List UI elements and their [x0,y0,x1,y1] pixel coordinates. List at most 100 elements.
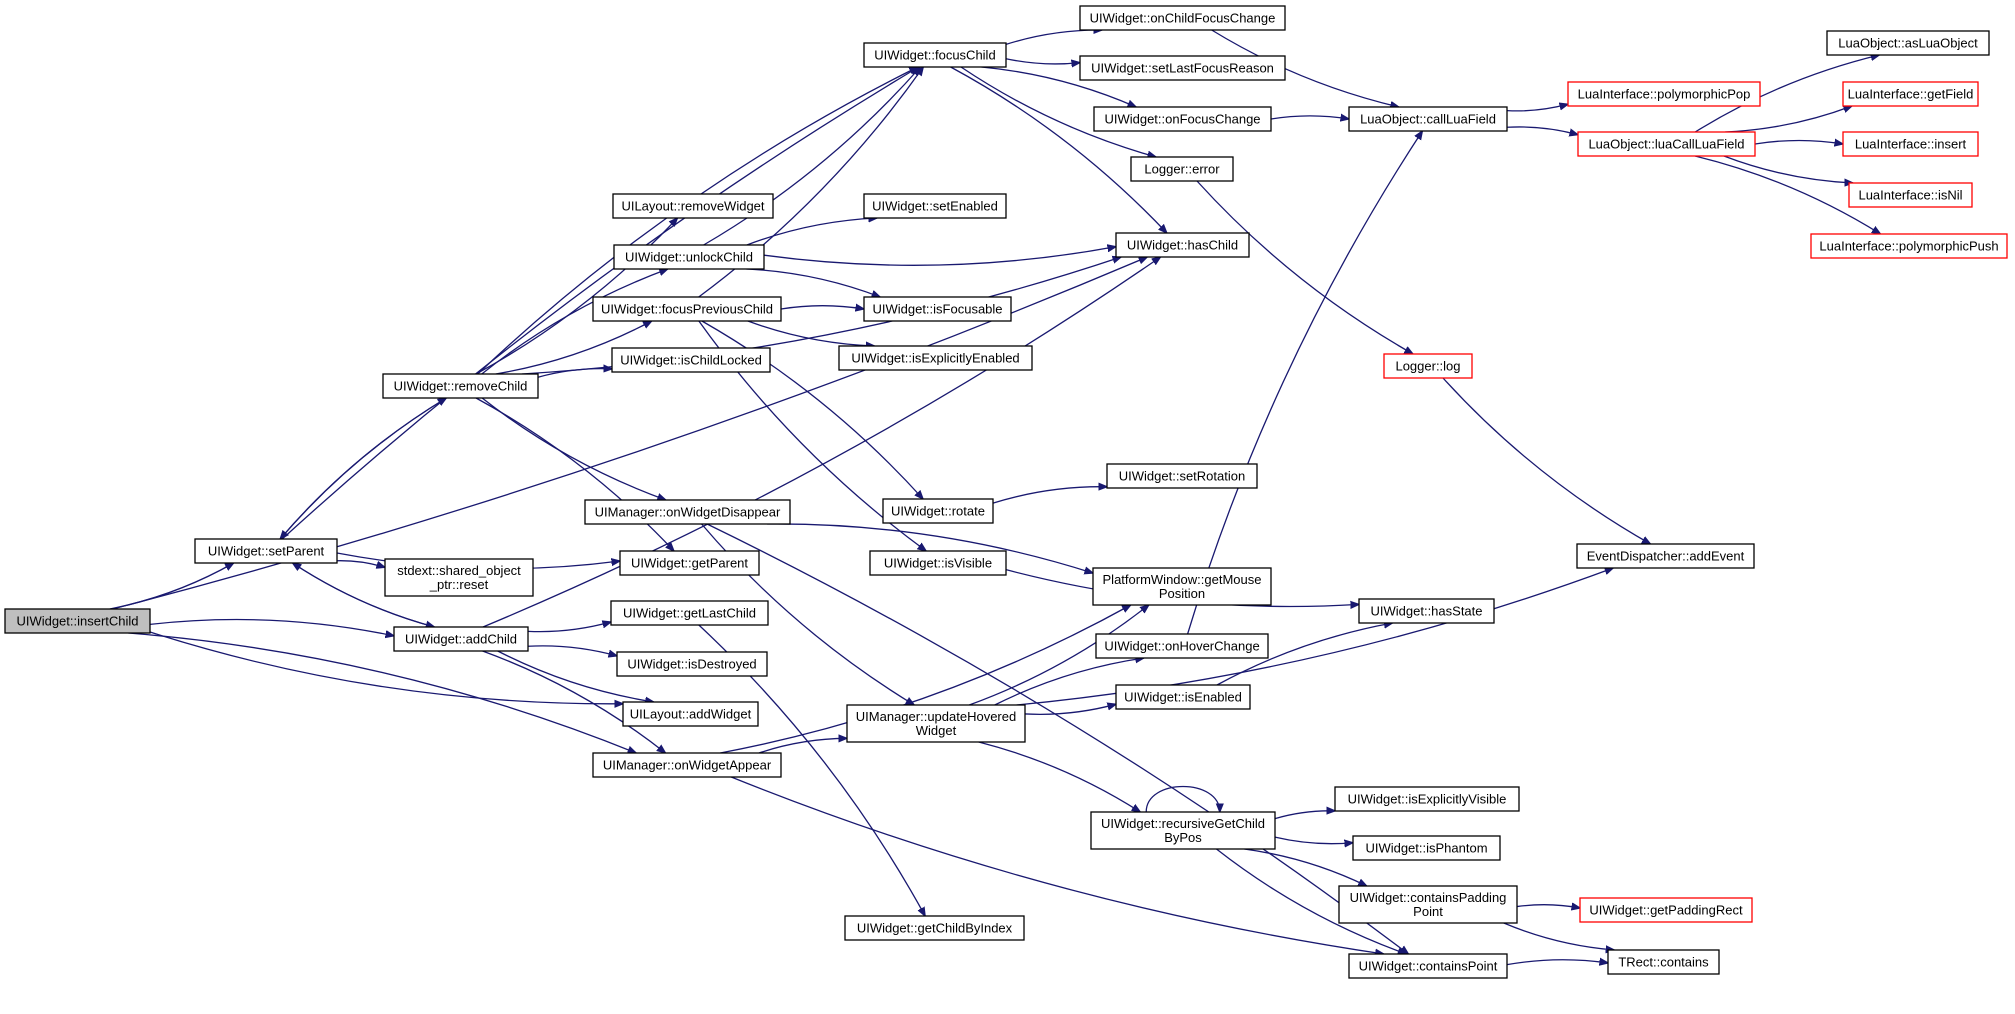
edge-update-hovered-widget-to-recursive-get-child-by-pos [978,741,1141,812]
node-has-state[interactable]: UIWidget::hasState [1358,598,1495,624]
node-box [1842,131,1979,157]
node-has-child[interactable]: UIWidget::hasChild [1115,232,1250,258]
node-on-child-focus-change[interactable]: UIWidget::onChildFocusChange [1079,5,1286,31]
node-get-parent[interactable]: UIWidget::getParent [619,550,760,576]
node-box [616,651,768,677]
edge-focus-previous-child-to-is-explicitly-enabled [747,320,875,346]
edge-update-hovered-widget-to-add-event [1016,568,1614,706]
node-is-phantom[interactable]: UIWidget::isPhantom [1352,835,1501,861]
edge-is-enabled-to-has-state [1216,623,1393,686]
edge-call-lua-field-to-lua-call-lua-field [1506,126,1578,135]
node-box [1348,953,1508,979]
node-set-parent[interactable]: UIWidget::setParent [194,538,338,564]
edge-contains-point-to-rect-contains [1506,960,1608,965]
node-rotate[interactable]: UIWidget::rotate [882,498,994,524]
node-box [863,193,1007,219]
node-on-focus-change[interactable]: UIWidget::onFocusChange [1093,106,1272,132]
node-lua-call-lua-field[interactable]: LuaObject::luaCallLuaField [1577,131,1756,157]
node-box [592,752,782,778]
node-polymorphic-pop[interactable]: LuaInterface::polymorphicPop [1567,81,1761,107]
node-box [1842,81,1979,107]
node-box [1093,106,1272,132]
node-rect-contains[interactable]: TRect::contains [1607,949,1720,975]
node-shared-reset[interactable]: stdext::shared_object_ptr::reset [384,558,534,597]
edge-recursive-get-child-by-pos-to-is-phantom [1274,836,1353,844]
node-is-nil[interactable]: LuaInterface::isNil [1848,182,1973,208]
node-box [846,704,1026,743]
node-insert-child[interactable]: UIWidget::insertChild [4,608,151,634]
node-is-destroyed[interactable]: UIWidget::isDestroyed [616,651,768,677]
node-as-lua-object[interactable]: LuaObject::asLuaObject [1826,30,1990,56]
node-label: PlatformWindow::getMouse [1103,572,1262,587]
node-add-event[interactable]: EventDispatcher::addEvent [1576,543,1755,569]
edge-set-parent-to-shared-reset [336,560,385,568]
node-on-widget-disappear[interactable]: UIManager::onWidgetDisappear [584,499,791,525]
node-label: UILayout::addWidget [630,707,752,722]
node-is-explicitly-visible[interactable]: UIWidget::isExplicitlyVisible [1334,786,1520,812]
node-focus-previous-child[interactable]: UIWidget::focusPreviousChild [592,296,782,322]
node-add-child[interactable]: UIWidget::addChild [393,626,529,652]
node-polymorphic-push[interactable]: LuaInterface::polymorphicPush [1810,233,2008,259]
node-get-field[interactable]: LuaInterface::getField [1842,81,1979,107]
node-box [622,701,759,727]
node-label: UIWidget::getPaddingRect [1589,903,1743,918]
node-label: UIWidget::containsPoint [1359,959,1498,974]
node-on-widget-appear[interactable]: UIManager::onWidgetAppear [592,752,782,778]
node-set-last-focus-reason[interactable]: UIWidget::setLastFocusReason [1079,55,1286,81]
edge-on-widget-appear-to-get-mouse-position [720,605,1130,754]
edge-on-widget-appear-to-contains-point [730,776,1384,954]
node-set-enabled[interactable]: UIWidget::setEnabled [863,193,1007,219]
node-is-visible[interactable]: UIWidget::isVisible [869,550,1007,576]
node-box [1090,811,1276,850]
node-focus-child[interactable]: UIWidget::focusChild [863,42,1007,68]
node-label: UIWidget::isEnabled [1124,690,1242,705]
node-box [4,608,151,634]
node-remove-child[interactable]: UIWidget::removeChild [382,373,539,399]
node-label: UIWidget::hasChild [1127,238,1238,253]
node-box [194,538,338,564]
node-contains-point[interactable]: UIWidget::containsPoint [1348,953,1508,979]
edge-contains-padding-point-to-rect-contains [1503,922,1615,950]
node-get-padding-rect[interactable]: UIWidget::getPaddingRect [1579,897,1753,923]
edge-update-hovered-widget-to-is-enabled [1024,704,1116,715]
node-on-hover-change[interactable]: UIWidget::onHoverChange [1095,633,1269,659]
edge-insert-child-to-on-widget-appear [128,632,636,753]
node-is-enabled[interactable]: UIWidget::isEnabled [1115,684,1251,710]
node-set-rotation[interactable]: UIWidget::setRotation [1106,463,1258,489]
node-box [1576,543,1755,569]
node-layout-remove-widget[interactable]: UILayout::removeWidget [612,193,774,219]
edge-update-hovered-widget-to-get-mouse-position [968,605,1149,706]
node-get-child-by-index[interactable]: UIWidget::getChildByIndex [844,915,1025,941]
edge-remove-child-to-get-parent [475,397,674,551]
node-is-explicitly-enabled[interactable]: UIWidget::isExplicitlyEnabled [838,345,1033,371]
node-logger-log[interactable]: Logger::log [1383,353,1473,379]
edge-recursive-get-child-by-pos-to-contains-point [1216,848,1406,954]
edge-remove-child-to-has-child [521,257,1121,375]
node-layout-add-widget[interactable]: UILayout::addWidget [622,701,759,727]
node-call-lua-field[interactable]: LuaObject::callLuaField [1348,106,1508,132]
node-label: TRect::contains [1618,955,1709,970]
node-logger-error[interactable]: Logger::error [1130,156,1234,182]
node-is-child-locked[interactable]: UIWidget::isChildLocked [611,347,771,373]
edge-on-hover-change-to-call-lua-field [1186,131,1423,635]
node-get-last-child[interactable]: UIWidget::getLastChild [610,600,769,626]
edge-lua-call-lua-field-to-get-field [1725,106,1852,133]
edge-insert-child-to-layout-add-widget [149,631,623,704]
node-is-focusable[interactable]: UIWidget::isFocusable [863,296,1012,322]
edge-insert-child-to-set-parent [109,563,234,610]
node-label: LuaObject::luaCallLuaField [1588,137,1744,152]
edge-focus-child-to-has-child [950,66,1167,233]
node-label: UIWidget::setLastFocusReason [1091,61,1274,76]
node-label: UIManager::onWidgetAppear [603,758,772,773]
node-label: EventDispatcher::addEvent [1587,549,1745,564]
edges [109,30,1881,965]
node-lua-insert[interactable]: LuaInterface::insert [1842,131,1979,157]
node-unlock-child[interactable]: UIWidget::unlockChild [613,244,765,270]
node-label: stdext::shared_object [397,563,521,578]
edge-rotate-to-set-rotation [992,487,1107,504]
node-box [1092,567,1272,606]
